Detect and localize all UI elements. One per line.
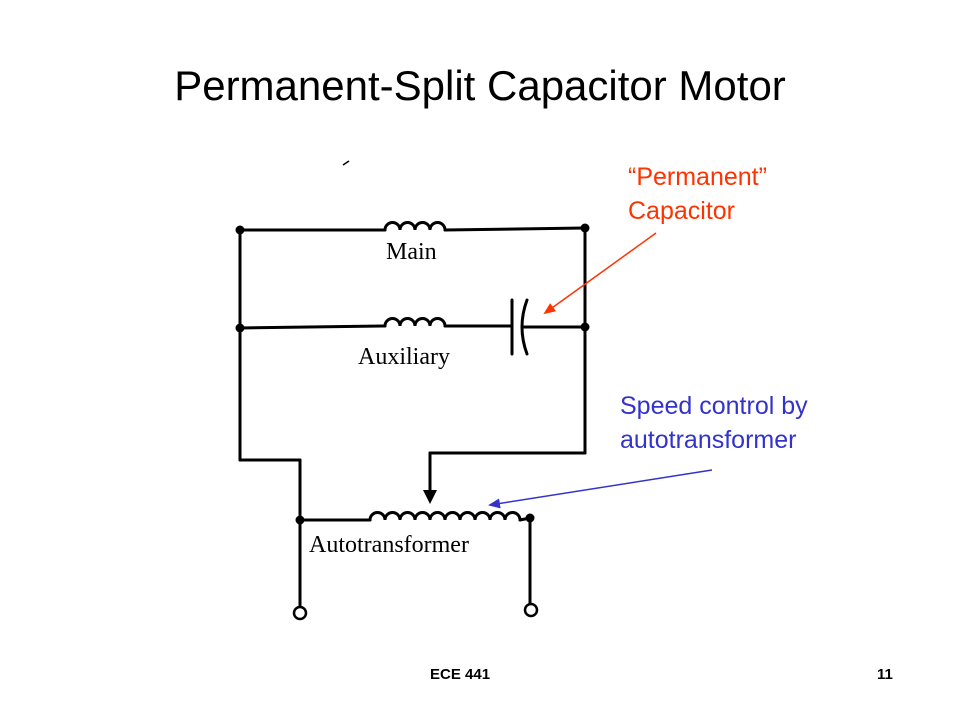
main-label: Main: [386, 239, 437, 265]
capacitor-annotation: “Permanent” Capacitor: [628, 160, 767, 228]
autotransformer-coil: [368, 511, 522, 522]
speed-control-annotation: Speed control by autotransformer: [620, 389, 808, 457]
autotransformer-label: Autotransformer: [309, 532, 469, 558]
footer-page-number: 11: [877, 666, 893, 683]
circuit-wires: [238, 221, 587, 609]
tap-arrowhead: [423, 490, 437, 504]
terminal-left: [292, 605, 308, 621]
speed-control-annotation-line1: Speed control by: [620, 392, 808, 420]
auxiliary-coil: [383, 317, 447, 328]
speed-control-arrow: [488, 469, 713, 509]
capacitor-annotation-line1: “Permanent”: [628, 163, 767, 191]
auxiliary-label: Auxiliary: [358, 344, 450, 370]
main-coil: [383, 221, 447, 232]
stray-mark: [342, 160, 350, 166]
capacitor-arrow: [543, 232, 657, 315]
footer-course: ECE 441: [430, 666, 491, 683]
speed-control-annotation-line2: autotransformer: [620, 426, 797, 454]
terminal-right: [523, 602, 539, 618]
junction-dots: [235, 223, 590, 525]
capacitor-annotation-line2: Capacitor: [628, 197, 735, 225]
slide-title: Permanent-Split Capacitor Motor: [174, 62, 786, 109]
